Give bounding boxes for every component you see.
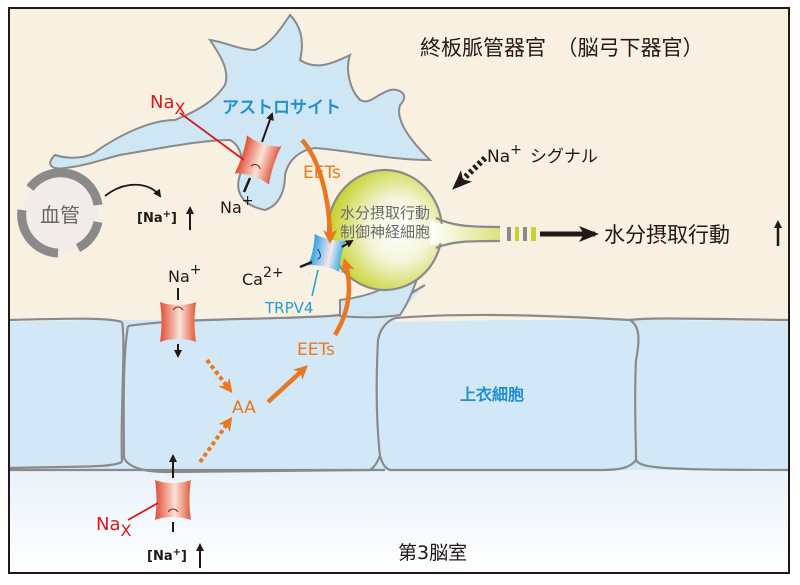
trpv4-label: TRPV4 [264,299,313,317]
na-conc-ventricle-label: [Na+] [147,547,187,564]
aa-label: AA [232,398,256,418]
third-ventricle-area [9,470,789,573]
title-label: 終板脈管器官 （脳弓下器官） [420,36,704,60]
nax-to-aa-dashed-arrow [198,416,233,464]
blood-vessel-label: 血管 [40,203,80,227]
ca-label: Ca2+ [242,265,284,289]
na-astro-label: Na+ [220,193,254,217]
axon-dashes [507,227,536,241]
blood-vessel [17,168,103,258]
nax-astro-label: NaX [150,92,186,118]
na-conc-vessel-label: [Na+] [137,209,177,226]
frame [8,7,790,574]
nax-bottom-pointer [127,502,159,521]
astrocyte-label: アストロサイト [222,98,341,118]
axon-outline [435,217,501,250]
eets-ependymal-arrow [333,258,355,337]
ca-influx-arrow [341,239,354,248]
nax-bottom-label: NaX [96,514,132,540]
ca-stem [299,260,313,269]
eets-astro-arrow [300,138,337,244]
nax-channel-ependymal-top [160,302,196,342]
nax-astro-pointer [179,112,245,161]
vessel-to-na-arrow [104,183,162,198]
na-to-aa-dashed-arrow [205,358,233,394]
outcome-label: 水分摂取行動 [604,223,730,247]
neuron-label-line2: 制御神経細胞 [340,223,430,241]
trpv4-pointer [311,269,319,297]
nax-astro-stem [242,177,252,193]
neuron-label-line1: 水分摂取行動 [340,204,430,222]
ependymal-layer [9,290,789,470]
eets-ependymal-label: EETs [297,340,335,360]
na-signal-label: Na+シグナル [487,142,598,167]
aa-to-eets-arrow [266,365,308,404]
third-ventricle-label: 第3脳室 [398,542,467,564]
astrocyte-cell [49,13,433,212]
neuron-axon [430,220,500,246]
nax-channel-astrocyte [234,135,282,185]
na-signal-arrow [452,155,488,190]
ependymal-label: 上衣細胞 [460,385,524,404]
nax-astro-efflux-arrow [261,112,274,143]
eets-astro-label: EETs [303,163,341,183]
nax-channel-ependymal-bottom [155,480,191,520]
na-ependymal-label: Na+ [168,262,202,286]
